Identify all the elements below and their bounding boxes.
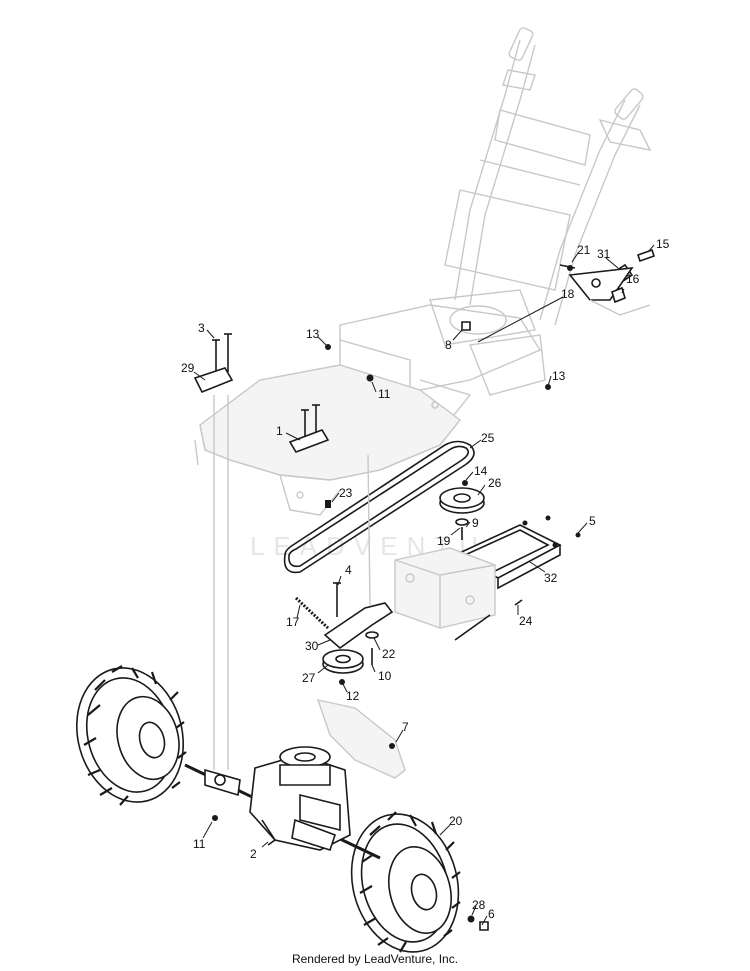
callout-27: 27 [302, 671, 316, 685]
upper-fasteners [193, 321, 551, 508]
callout-20: 20 [449, 814, 463, 828]
callout-2: 2 [250, 847, 257, 861]
callout-11b: 11 [193, 837, 206, 851]
drive-belt [283, 440, 475, 574]
callout-7: 7 [402, 720, 409, 734]
callout-13b: 13 [552, 369, 566, 383]
callout-10: 10 [378, 669, 392, 683]
rear-bracket-assembly [559, 248, 656, 316]
callout-labels: 1 2 3 4 5 6 7 8 9 10 11 11 12 13 13 14 1… [181, 237, 670, 921]
callout-19: 19 [437, 534, 451, 548]
callout-22: 22 [382, 647, 396, 661]
long-rods [213, 395, 371, 770]
idler-arm-assembly [294, 582, 394, 685]
callout-31: 31 [597, 247, 611, 261]
bracket-housing [394, 547, 523, 641]
callout-15: 15 [656, 237, 670, 251]
callout-9: 9 [472, 516, 479, 530]
callout-14: 14 [474, 464, 488, 478]
deck-housing-ghost [194, 364, 461, 516]
transmission [184, 746, 381, 860]
callout-29: 29 [181, 361, 195, 375]
callout-32: 32 [544, 571, 558, 585]
footer-credit: Rendered by LeadVenture, Inc. [291, 952, 459, 966]
callout-16: 16 [626, 272, 640, 286]
callout-26: 26 [488, 476, 502, 490]
callout-4: 4 [345, 563, 352, 577]
callout-6: 6 [488, 907, 495, 921]
callout-leaders [193, 244, 655, 926]
callout-21: 21 [577, 243, 591, 257]
callout-8: 8 [445, 338, 452, 352]
left-wheel [75, 665, 187, 806]
callout-1: 1 [276, 424, 283, 438]
callout-30: 30 [305, 639, 319, 653]
callout-28: 28 [472, 898, 486, 912]
callout-23: 23 [339, 486, 353, 500]
transmission-bracket [316, 699, 406, 779]
callout-12: 12 [346, 689, 360, 703]
upper-pulley [439, 487, 485, 540]
callout-13a: 13 [306, 327, 320, 341]
handle-frame-ghost [339, 27, 652, 421]
callout-11a: 11 [378, 387, 391, 401]
callout-25: 25 [481, 431, 495, 445]
callout-5: 5 [589, 514, 596, 528]
callout-3: 3 [198, 321, 205, 335]
right-wheel [350, 811, 489, 953]
callout-24: 24 [519, 614, 533, 628]
callout-18: 18 [561, 287, 575, 301]
callout-17: 17 [286, 615, 300, 629]
